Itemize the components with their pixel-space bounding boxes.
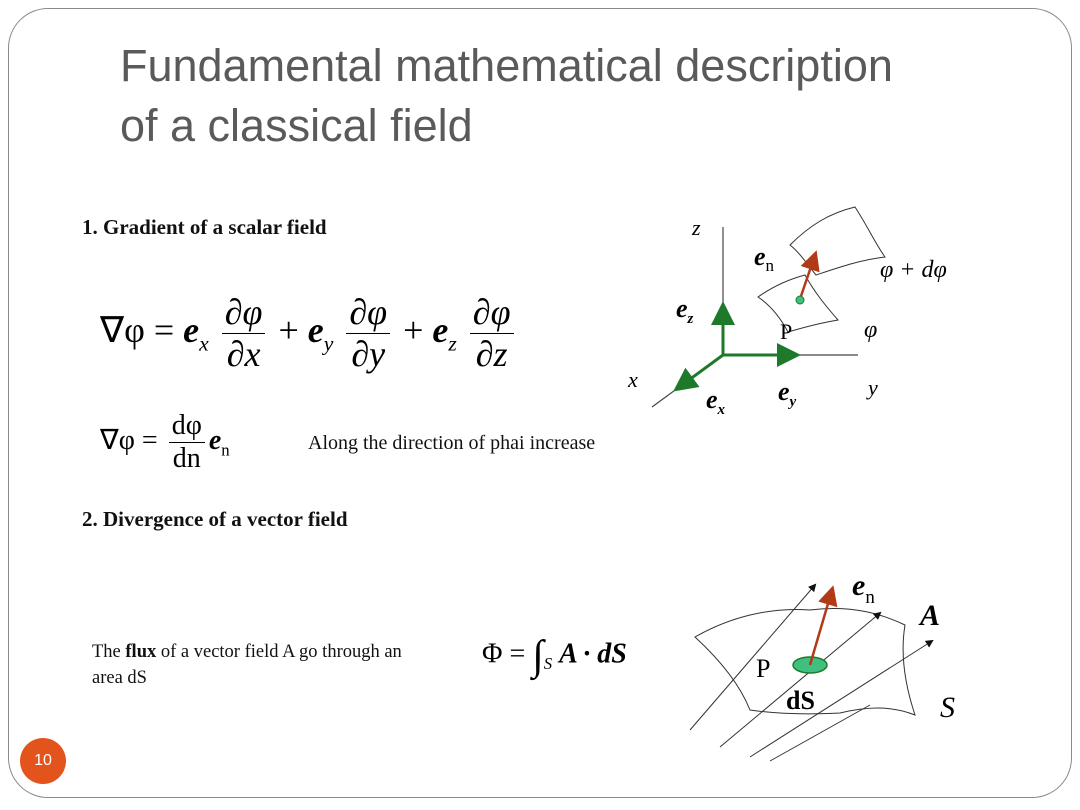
flux-text-start: The bbox=[92, 642, 126, 662]
directional-lhs: ∇φ = bbox=[100, 425, 158, 457]
normal-arrow bbox=[798, 250, 820, 300]
lower-level-surface bbox=[757, 274, 839, 333]
en-label-vec: e bbox=[852, 569, 865, 602]
en-label-sub: n bbox=[865, 587, 875, 608]
z-axis-label: z bbox=[691, 215, 701, 240]
flux-text-bold: flux bbox=[125, 642, 157, 662]
field-line bbox=[719, 611, 882, 748]
gradient-note: Along the direction of phai increase bbox=[308, 432, 596, 454]
slide-title: Fundamental mathematical description of … bbox=[120, 36, 1050, 156]
y-axis-label: y bbox=[866, 375, 878, 400]
field-line bbox=[769, 704, 871, 762]
x-axis-label: x bbox=[627, 367, 638, 392]
ez-label-vec: e bbox=[676, 294, 688, 323]
partial-y-numerator: ∂φ bbox=[346, 292, 391, 335]
lower-surface-label: φ bbox=[864, 317, 877, 343]
flux-surface bbox=[694, 607, 916, 716]
partial-x-denominator: ∂x bbox=[226, 334, 261, 375]
upper-surface-label: φ + dφ bbox=[880, 257, 947, 283]
ex-label: ex bbox=[706, 385, 726, 418]
en-label: en bbox=[754, 242, 775, 275]
upper-level-surface bbox=[789, 206, 886, 276]
flux-lhs: Φ = bbox=[482, 638, 526, 670]
ex-label-vec: e bbox=[706, 385, 718, 414]
field-line bbox=[749, 639, 934, 758]
divergence-heading: 2. Divergence of a vector field bbox=[82, 507, 348, 531]
unit-vector-en: e bbox=[208, 425, 222, 457]
area-label: dS bbox=[786, 686, 815, 715]
en-label-vec: e bbox=[754, 242, 766, 271]
unit-vector-en-sub: n bbox=[221, 440, 230, 460]
ey-label-vec: e bbox=[778, 377, 790, 406]
integral-domain: S bbox=[543, 654, 553, 674]
partial-z-numerator: ∂φ bbox=[469, 292, 514, 335]
point-label: P bbox=[756, 654, 770, 683]
unit-vector-ex: e bbox=[183, 310, 200, 351]
point-marker bbox=[795, 295, 805, 305]
flux-integrand: A · dS bbox=[559, 638, 627, 670]
partial-y-fraction: ∂φ∂y bbox=[346, 292, 391, 376]
ex-label-sub: x bbox=[717, 402, 726, 418]
normal-arrow bbox=[808, 585, 838, 666]
directional-denominator: dn bbox=[172, 443, 201, 475]
partial-y-denominator: ∂y bbox=[351, 334, 386, 375]
point-label: P bbox=[780, 319, 792, 344]
gradient-diagram: z x y ez ex ey en P φ + dφ φ bbox=[627, 206, 947, 418]
field-line bbox=[689, 583, 817, 731]
page-number-badge: 10 bbox=[20, 738, 66, 784]
en-label: en bbox=[852, 569, 875, 608]
ez-label-sub: z bbox=[687, 311, 694, 327]
ey-label-sub: y bbox=[788, 394, 797, 410]
ex-arrow bbox=[673, 353, 724, 392]
flux-description: The flux of a vector field A go through … bbox=[92, 639, 412, 691]
plus-sign: + bbox=[278, 310, 299, 351]
unit-vector-ez: e bbox=[432, 310, 449, 351]
slide-frame bbox=[8, 8, 1072, 798]
plus-sign: + bbox=[403, 310, 424, 351]
partial-x-numerator: ∂φ bbox=[221, 292, 266, 335]
flux-diagram: en A P dS S bbox=[689, 569, 955, 762]
ey-label: ey bbox=[778, 377, 797, 410]
unit-vector-ex-sub: x bbox=[199, 331, 209, 356]
gradient-equation: ∇φ = ex ∂φ∂x + ey ∂φ∂y + ez ∂φ∂z bbox=[100, 292, 518, 376]
en-label-sub: n bbox=[766, 256, 775, 275]
partial-x-fraction: ∂φ∂x bbox=[221, 292, 266, 376]
integral-sign: ∫ bbox=[532, 633, 544, 679]
unit-vector-ey-sub: y bbox=[323, 331, 334, 356]
surface-label: S bbox=[940, 691, 955, 724]
unit-vector-ez-sub: z bbox=[448, 331, 457, 356]
ez-label: ez bbox=[676, 294, 694, 327]
field-label: A bbox=[918, 599, 940, 632]
partial-z-denominator: ∂z bbox=[475, 334, 508, 375]
title-line-1: Fundamental mathematical description bbox=[120, 40, 893, 91]
directional-numerator: dφ bbox=[168, 410, 205, 444]
flux-text-end: of a vector field A go through an area d… bbox=[92, 642, 402, 688]
flux-equation: Φ = ∫S A · dS bbox=[482, 632, 627, 680]
partial-z-fraction: ∂φ∂z bbox=[469, 292, 514, 376]
title-line-2: of a classical field bbox=[120, 100, 473, 151]
gradient-heading: 1. Gradient of a scalar field bbox=[82, 215, 327, 239]
gradient-lhs: ∇φ = bbox=[100, 310, 175, 351]
unit-vector-ey: e bbox=[307, 310, 324, 351]
